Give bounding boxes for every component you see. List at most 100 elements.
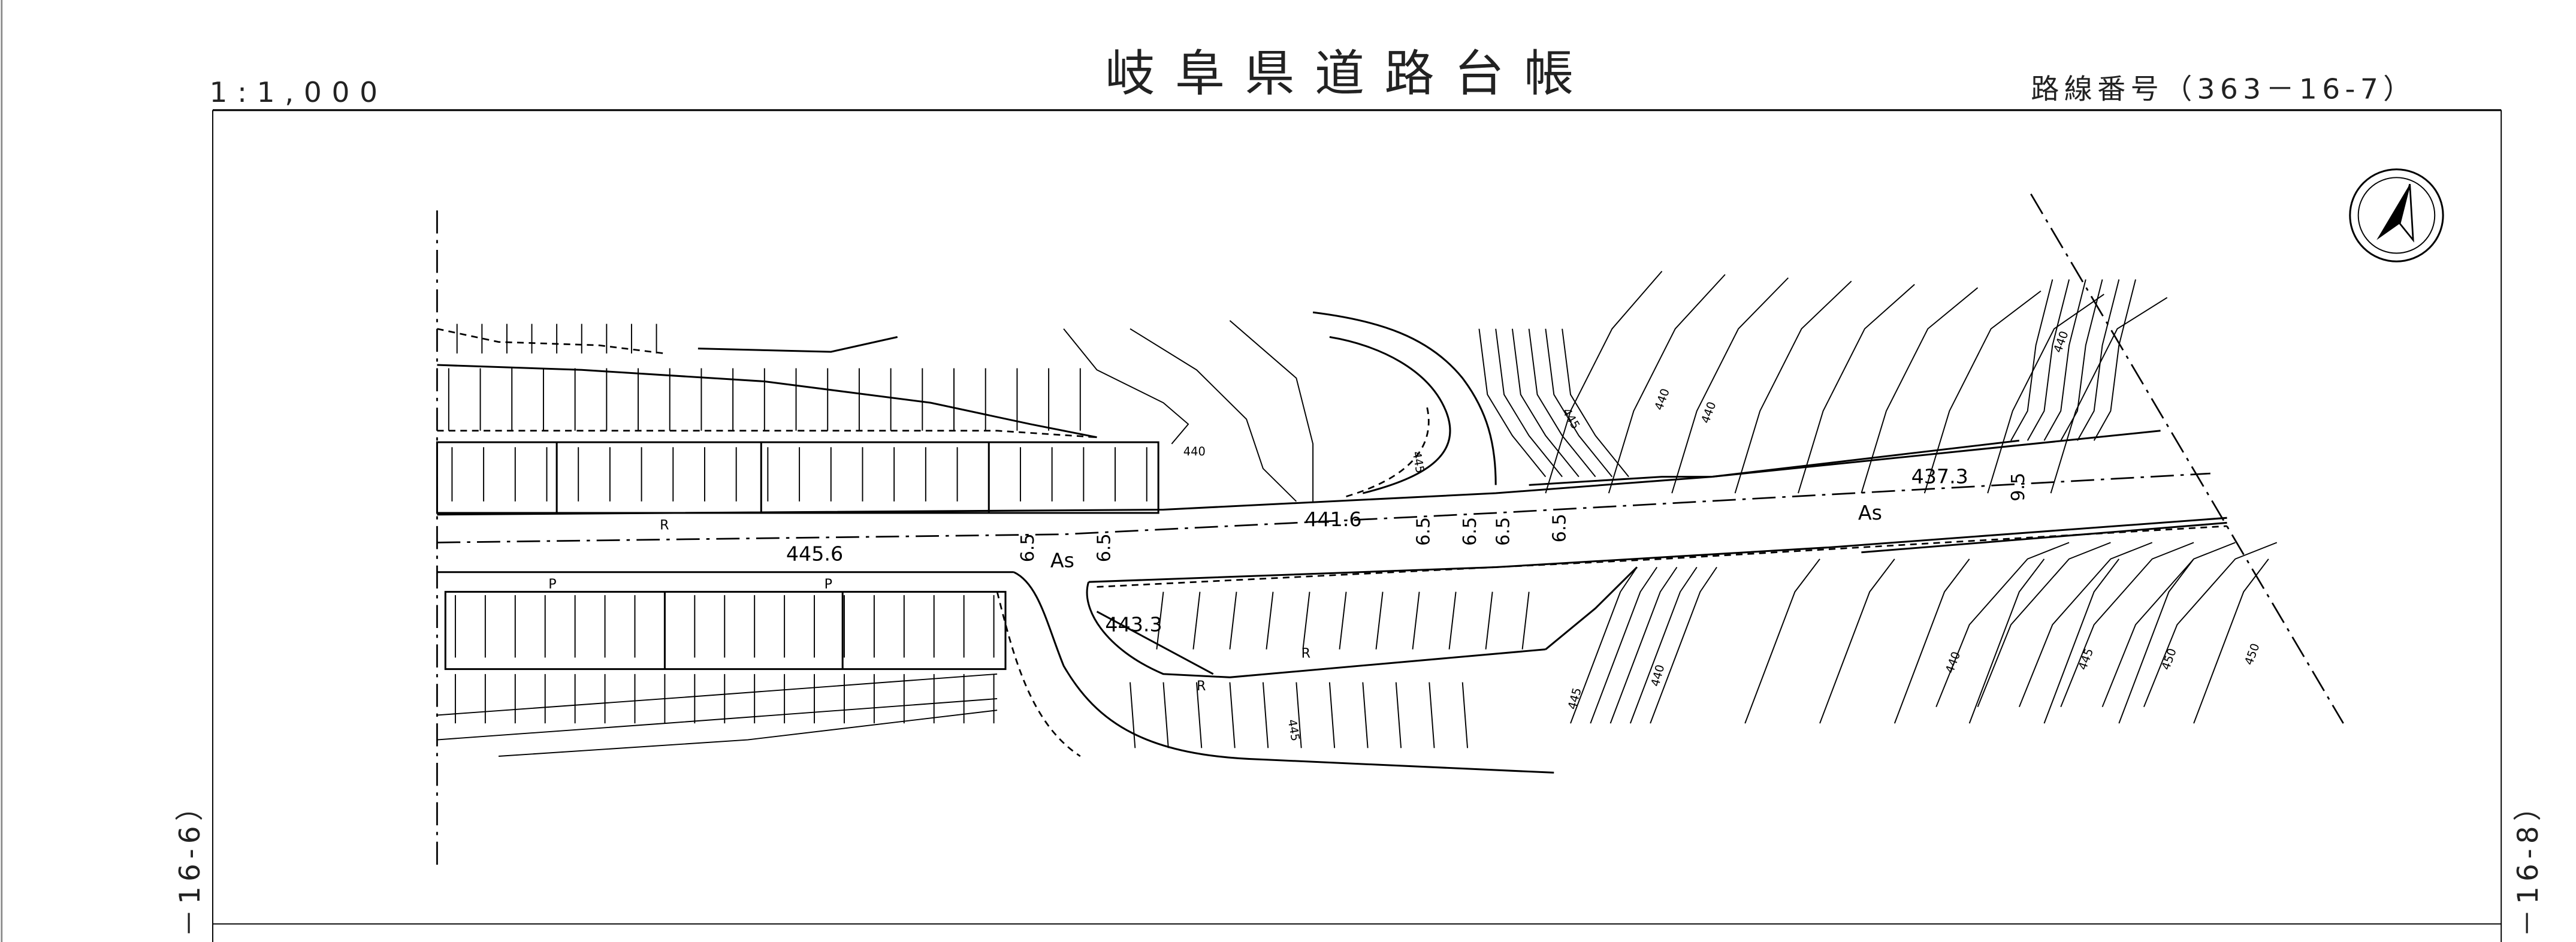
contour-line — [1478, 328, 1547, 478]
contour-line — [1590, 566, 1658, 724]
hatch-line — [1328, 682, 1336, 748]
contour-line — [1511, 328, 1580, 478]
hatch-line — [1162, 682, 1169, 748]
contour-label: 445 — [1410, 450, 1427, 474]
contour-label: 445 — [1565, 686, 1584, 711]
contour-line — [2060, 542, 2194, 708]
contour-label: 445 — [1285, 718, 1303, 742]
hatch-line — [1461, 682, 1469, 748]
width-label: 6.5 — [1413, 517, 1434, 546]
contour-label: 440 — [1648, 663, 1668, 688]
contour-line — [2043, 279, 2086, 441]
contour-line — [1671, 277, 1789, 494]
contour-line — [1528, 328, 1596, 478]
contour-line — [2118, 558, 2194, 724]
contour-line — [1744, 558, 1820, 724]
contour-line — [1608, 274, 1726, 494]
contour-line — [1819, 558, 1895, 724]
slope-hatching — [448, 324, 1530, 748]
contour-line — [1798, 283, 1915, 494]
marker-label: R — [1197, 679, 1206, 694]
scale-label: 1:1,000 — [209, 76, 387, 109]
marker-label: R — [1301, 646, 1310, 661]
surface-label: As — [1858, 501, 1882, 524]
contour-line — [1545, 271, 1663, 494]
contour-line — [2077, 279, 2120, 441]
hatch-line — [1429, 682, 1435, 748]
elevation-label: 445.6 — [786, 542, 843, 566]
contour-line — [1894, 558, 1970, 724]
hatch-line — [1339, 591, 1347, 650]
contour-line — [1545, 328, 1613, 478]
hatch-line — [1229, 682, 1236, 748]
hatch-line — [1130, 682, 1136, 748]
contour-line — [1229, 320, 1314, 502]
contour-line — [2193, 558, 2269, 724]
width-label: 6.5 — [1017, 533, 1038, 562]
hatch-line — [1375, 591, 1384, 650]
contour-line — [2060, 279, 2103, 441]
contour-line — [1935, 542, 2070, 708]
marker-label: P — [548, 577, 556, 592]
contour-label: 445 — [2076, 647, 2096, 672]
contour-line — [1609, 566, 1678, 724]
contour-label: 440 — [1183, 445, 1206, 458]
hatch-line — [1485, 591, 1493, 650]
contour-label: 440 — [1652, 387, 1672, 412]
hatch-line — [1521, 591, 1530, 650]
contour-label: 450 — [2158, 647, 2179, 672]
hatch-line — [1192, 591, 1201, 650]
hatch-line — [1266, 591, 1274, 650]
hatch-line — [1412, 591, 1420, 650]
contour-line — [1968, 558, 2045, 724]
contour-line — [1987, 294, 2104, 494]
hatch-line — [1195, 682, 1203, 748]
hatch-line — [1362, 682, 1369, 748]
contour-line — [1570, 566, 1638, 724]
contour-line — [1650, 566, 1717, 724]
sheet-boundary-right — [2030, 194, 2344, 724]
page-title: 岐阜県道路台帳 — [1105, 44, 1593, 102]
contour-line — [1063, 328, 1189, 445]
hatch-line — [1229, 591, 1237, 650]
contour-line — [2018, 542, 2153, 708]
road — [437, 311, 2227, 774]
contour-lines — [1063, 271, 2278, 724]
contour-line — [1130, 328, 1297, 502]
contour-line — [1977, 542, 2111, 708]
hatch-line — [1156, 591, 1164, 650]
contour-line — [2101, 542, 2236, 708]
contour-line — [2043, 558, 2120, 724]
width-label: 6.5 — [1094, 533, 1115, 562]
hatch-line — [1295, 682, 1302, 748]
hatch-line — [1448, 591, 1457, 650]
contour-line — [1734, 280, 1852, 494]
hatch-line — [1302, 591, 1310, 650]
map-labels: 445.6 441.6 437.3 443.3 6.5 6.5 6.5 6.5 … — [548, 329, 2262, 742]
hatch-line — [1395, 682, 1402, 748]
slope-lines — [437, 328, 1097, 757]
hatch-line — [1262, 682, 1269, 748]
marker-label: R — [660, 518, 669, 533]
elevation-label: 437.3 — [1911, 465, 1968, 488]
contour-line — [2010, 279, 2053, 441]
contour-line — [2027, 279, 2070, 441]
marker-label: P — [825, 577, 832, 592]
contour-line — [1629, 566, 1698, 724]
width-label: 6.5 — [1550, 514, 1571, 542]
contour-line — [2093, 279, 2136, 441]
contour-line — [1923, 290, 2042, 494]
contour-line — [2050, 297, 2168, 494]
next-sheet-label[interactable]: －16-8） — [2512, 788, 2545, 937]
north-arrow-icon — [2349, 168, 2444, 262]
width-label: 6.5 — [1460, 517, 1481, 546]
width-label: 6.5 — [1493, 517, 1514, 546]
contour-line — [2143, 542, 2278, 708]
width-label: 9.5 — [2008, 473, 2029, 502]
contour-label: 440 — [1698, 400, 1719, 425]
prev-sheet-label[interactable]: －16-6） — [174, 788, 207, 937]
building-strip-lower — [444, 591, 1007, 671]
contour-line — [1562, 328, 1629, 478]
building-strip-upper — [436, 441, 1159, 514]
